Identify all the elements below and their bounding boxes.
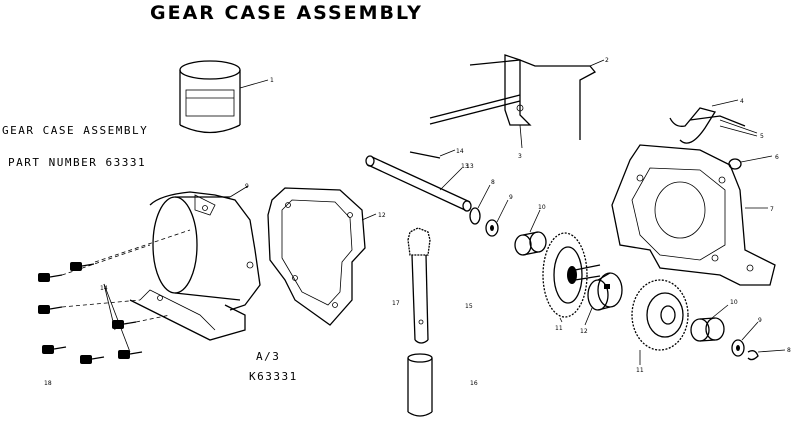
callout-label: 12 — [580, 328, 588, 335]
gasket-part — [267, 187, 377, 326]
catalog-number-label: K63331 — [249, 370, 298, 383]
washer-clip-part — [469, 184, 509, 237]
grease-can-part — [179, 60, 269, 134]
callout-labels: 1 2 3 4 5 6 7 8 9 10 11 12 13 14 9 12 13… — [44, 57, 791, 387]
callout-label: 16 — [470, 380, 478, 387]
pinion-shaft-part — [407, 227, 431, 344]
callout-label: 10 — [730, 299, 738, 306]
callout-label: 9 — [509, 194, 513, 201]
callout-label: 5 — [760, 133, 764, 140]
callout-label: 4 — [740, 98, 744, 105]
diagram-title: GEAR CASE ASSEMBLY — [150, 2, 423, 24]
bushing-part — [514, 209, 547, 256]
part-number-label: PART NUMBER 63331 — [8, 156, 147, 169]
callout-label: 8 — [491, 179, 495, 186]
callout-label: 10 — [538, 204, 546, 211]
lower-bushing-part — [690, 304, 786, 361]
callout-label: 9 — [758, 317, 762, 324]
callout-label: 18 — [44, 380, 52, 387]
callout-label: 3 — [518, 153, 522, 160]
spur-gear-part — [631, 279, 689, 365]
bushing-part-right — [728, 155, 773, 170]
bevel-gear-part — [542, 232, 601, 323]
clutch-dog-part — [584, 272, 623, 326]
callout-label: 9 — [245, 183, 249, 190]
callout-label: 15 — [465, 303, 473, 310]
callout-label: 17 — [392, 300, 400, 307]
assembly-name-label: GEAR CASE ASSEMBLY — [2, 124, 149, 137]
catalog-page-label: A/3 — [256, 350, 281, 363]
callout-label: 11 — [636, 367, 644, 374]
bracket-arm-part — [429, 54, 605, 149]
callout-label: 14 — [100, 285, 108, 292]
left-gear-housing-part — [129, 185, 261, 341]
callout-label: 7 — [770, 206, 774, 213]
callout-label: 1 — [270, 77, 274, 84]
shift-fork-part — [669, 99, 758, 144]
sleeve-part — [407, 353, 433, 417]
screw-set-part — [38, 229, 191, 364]
callout-label: 13 — [461, 163, 469, 170]
callout-label: 8 — [787, 347, 791, 354]
callout-label: 6 — [775, 154, 779, 161]
callout-label: 11 — [555, 325, 563, 332]
callout-label: 14 — [456, 148, 464, 155]
right-gear-housing-part — [611, 144, 776, 286]
callout-label: 12 — [378, 212, 386, 219]
callout-label: 2 — [605, 57, 609, 64]
callout-label: 13 — [466, 163, 474, 170]
shaft-part — [365, 149, 472, 212]
